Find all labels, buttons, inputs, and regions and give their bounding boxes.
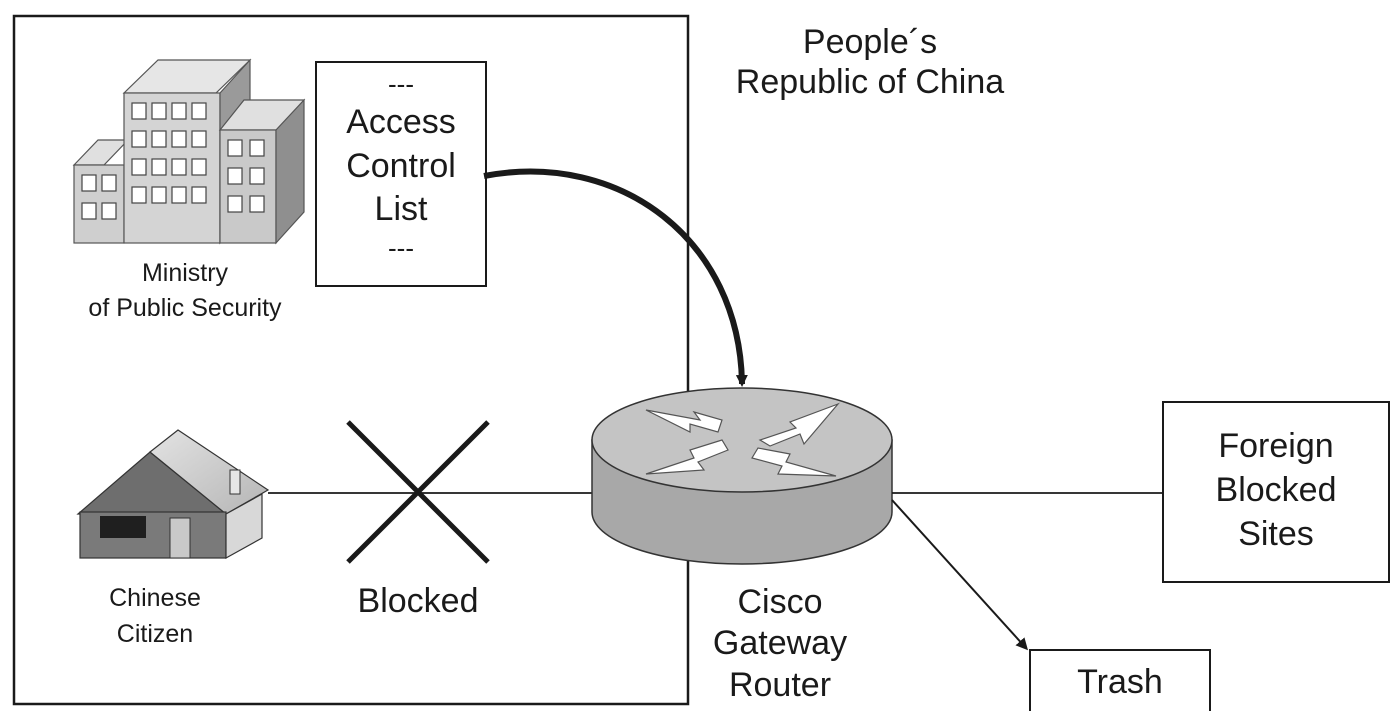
blocked-label: Blocked xyxy=(357,582,479,620)
access-control-list-box xyxy=(315,61,487,287)
acl-text: --- Access Control List --- xyxy=(346,69,456,263)
ministry-label: Ministry of Public Security xyxy=(88,259,282,322)
china-boundary xyxy=(12,14,690,706)
router-icon xyxy=(591,387,893,565)
acl-to-router-arrow xyxy=(483,168,748,387)
house-icon xyxy=(76,429,270,560)
citizen-label: Chinese Citizen xyxy=(109,584,201,649)
foreign-sites-label: Foreign Blocked Sites xyxy=(1215,427,1337,554)
foreign-sites-box xyxy=(1162,401,1390,583)
trash-label: Trash xyxy=(1077,663,1163,701)
router-label: Cisco Gateway Router xyxy=(712,583,848,704)
ministry-building-icon xyxy=(72,58,306,245)
router-trash-arrow xyxy=(891,499,1029,651)
blocked-x-icon xyxy=(346,420,490,564)
trash-box xyxy=(1029,649,1211,711)
region-label: People´s Republic of China xyxy=(735,23,1005,102)
